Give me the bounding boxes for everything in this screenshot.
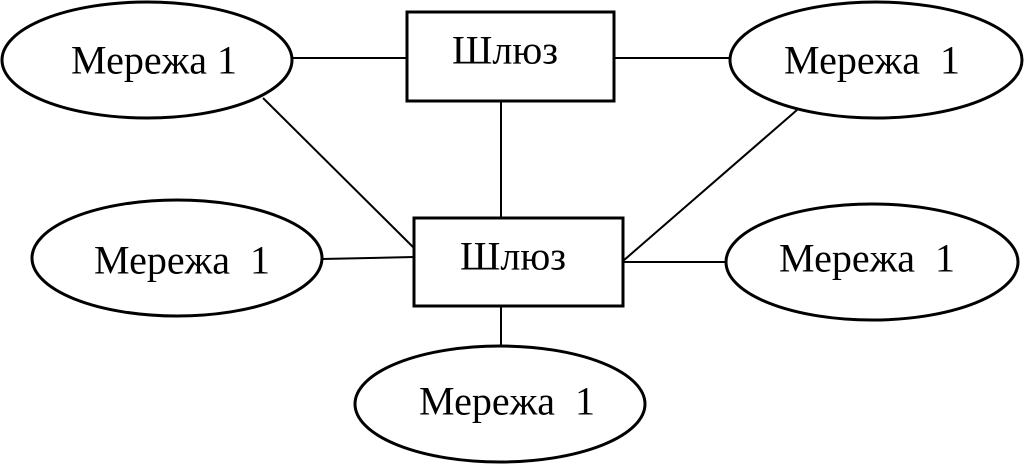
gateway-label: Шлюз	[460, 234, 566, 279]
node-network-mid-right: Мережа 1	[724, 202, 1020, 322]
node-network-top-left: Мережа 1	[0, 0, 294, 120]
network-label: Мережа 1	[94, 238, 270, 283]
network-ellipse	[728, 0, 1024, 120]
node-network-mid-left: Мережа 1	[30, 198, 324, 318]
gateway-box	[405, 10, 616, 103]
node-network-top-right: Мережа 1	[728, 0, 1024, 120]
network-ellipse	[353, 344, 647, 464]
gateway-box	[412, 216, 625, 308]
edge-network-top-right-gateway-center	[622, 109, 798, 262]
network-label: Мережа 1	[419, 379, 595, 424]
node-gateway-center: Шлюз	[412, 216, 625, 308]
network-label: Мережа 1	[71, 38, 237, 83]
network-label: Мережа 1	[784, 38, 960, 83]
network-ellipse	[30, 198, 324, 318]
node-network-bottom: Мережа 1	[353, 344, 647, 464]
connectors	[262, 57, 798, 352]
edge-network-top-left-gateway-center	[262, 97, 415, 249]
network-ellipse	[0, 0, 294, 120]
node-gateway-top: Шлюз	[405, 10, 616, 103]
network-ellipse	[724, 202, 1020, 322]
gateway-label: Шлюз	[452, 28, 558, 73]
network-label: Мережа 1	[779, 236, 955, 281]
edge-network-mid-left-gateway-center	[321, 256, 415, 260]
